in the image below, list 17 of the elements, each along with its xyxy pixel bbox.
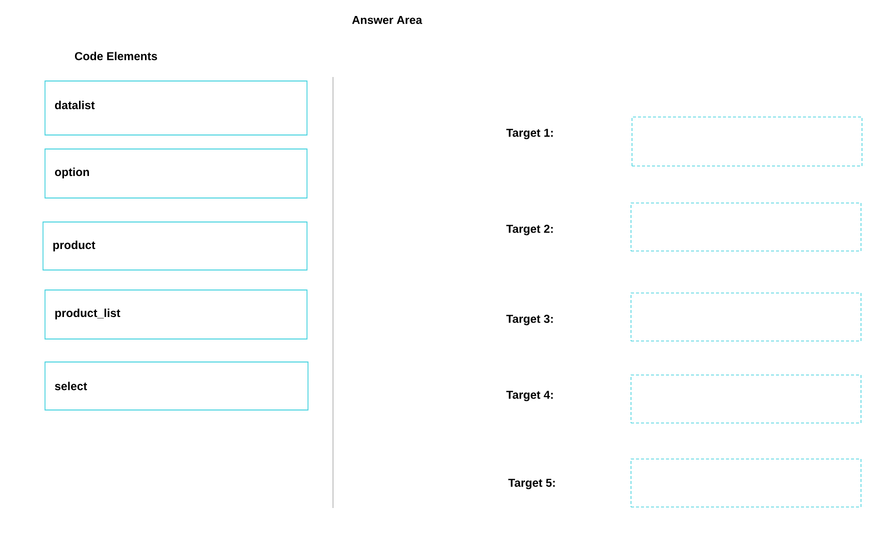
section-heading: Code Elements xyxy=(74,52,158,60)
drop-target-box xyxy=(630,374,862,424)
drop-target-box xyxy=(630,292,862,342)
target-label: Target 5: xyxy=(508,478,555,490)
drop-target-box xyxy=(630,202,862,252)
drop-target-box xyxy=(632,116,862,166)
code-element-box: product xyxy=(42,222,308,270)
target-label: Target 2: xyxy=(506,224,553,236)
target-label: Target 4: xyxy=(506,390,553,402)
code-element-box: select xyxy=(44,362,308,410)
target-label: Target 3: xyxy=(506,314,553,326)
target-label: Target 1: xyxy=(506,128,553,140)
code-element-box: option xyxy=(44,148,308,198)
code-element-box: product_list xyxy=(44,290,308,340)
code-element-box: datalist xyxy=(44,80,308,136)
drop-target-box xyxy=(630,458,862,508)
title: Answer Area xyxy=(352,16,422,24)
